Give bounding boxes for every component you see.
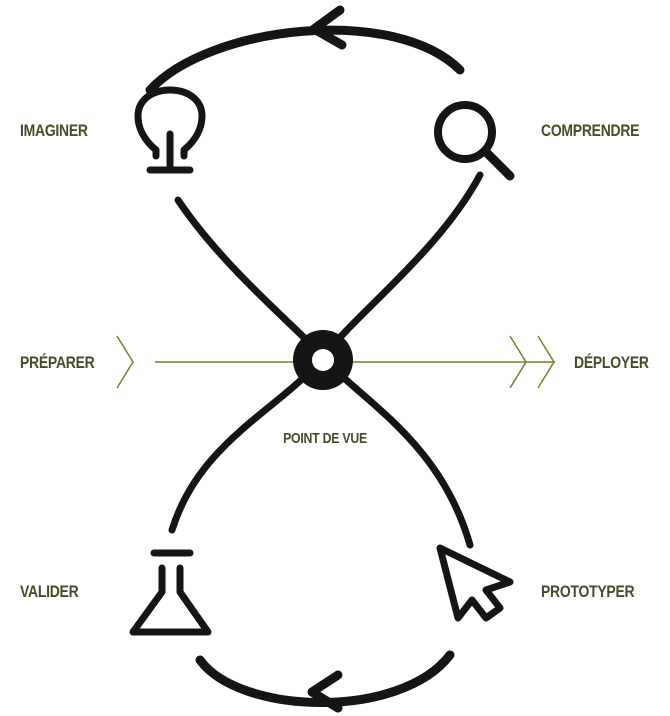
stage-label-valider: VALIDER bbox=[20, 582, 79, 601]
axis-label-deployer: DÉPLOYER bbox=[574, 353, 649, 372]
double-chevron-right-icon bbox=[509, 335, 555, 389]
center-label-point-de-vue: POINT DE VUE bbox=[283, 430, 367, 447]
top-loop-arc bbox=[145, 25, 465, 95]
lightbulb-icon bbox=[134, 86, 206, 174]
stage-label-comprendre: COMPRENDRE bbox=[541, 121, 640, 140]
stage-label-imaginer: IMAGINER bbox=[20, 121, 88, 140]
cursor-icon bbox=[436, 544, 514, 622]
arrowhead-left-icon bbox=[307, 670, 343, 713]
axis-label-preparer: PRÉPARER bbox=[20, 353, 95, 372]
flask-icon bbox=[129, 549, 212, 636]
magnifier-icon bbox=[434, 101, 515, 181]
arrowhead-left-icon bbox=[309, 5, 347, 50]
point-de-vue-node bbox=[293, 330, 353, 390]
stage-label-prototyper: PROTOTYPER bbox=[541, 582, 635, 601]
chevron-right-icon bbox=[116, 335, 134, 389]
